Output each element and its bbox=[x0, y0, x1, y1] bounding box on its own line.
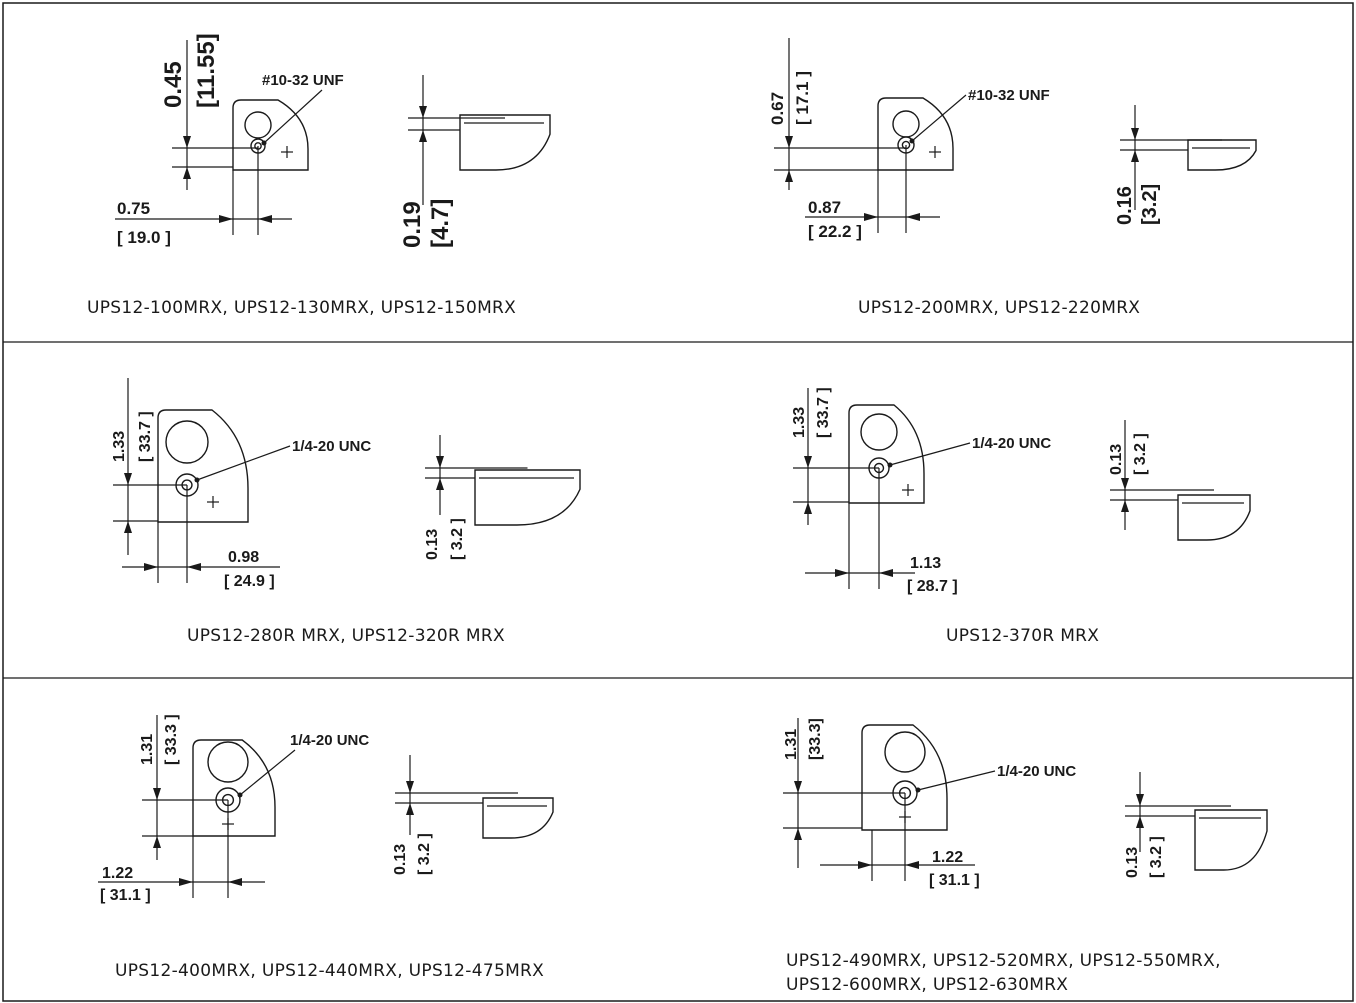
vertical-dim-mm: [11.55] bbox=[193, 33, 220, 108]
horizontal-dim-mm: [ 28.7 ] bbox=[907, 578, 958, 595]
side-dim-mm: [ 3.2 ] bbox=[416, 833, 433, 875]
horizontal-dim-mm: [ 19.0 ] bbox=[117, 228, 171, 247]
horizontal-dim-inch: 0.75 bbox=[117, 199, 150, 218]
side-dim-mm: [4.7] bbox=[427, 199, 454, 248]
model-caption-line: UPS12-490MRX, UPS12-520MRX, UPS12-550MRX… bbox=[786, 951, 1221, 971]
model-caption: UPS12-370R MRX bbox=[946, 626, 1099, 646]
vertical-dimension: 1.33 [ 33.7 ] bbox=[111, 378, 187, 555]
vertical-dim-inch: 1.33 bbox=[791, 407, 808, 438]
horizontal-dimension: 0.87 [ 22.2 ] bbox=[805, 145, 940, 241]
terminal-side-view: 0.13 [ 3.2 ] bbox=[1124, 772, 1268, 878]
thread-spec: #10-32 UNF bbox=[968, 87, 1050, 104]
vertical-dimension: 0.67 [ 17.1 ] bbox=[768, 38, 906, 190]
panel-4: 1.31 [ 33.3 ] 1.22 [ 31.1 ] 1/4-20 UNC 0.13 [ … bbox=[98, 714, 554, 981]
model-caption-line: UPS12-600MRX, UPS12-630MRX bbox=[786, 975, 1068, 995]
model-caption-line: UPS12-370R MRX bbox=[946, 626, 1099, 646]
vertical-dim-mm: [ 17.1 ] bbox=[793, 71, 812, 125]
horizontal-dim-mm: [ 31.1 ] bbox=[929, 872, 980, 889]
side-dim-mm: [ 3.2 ] bbox=[1148, 836, 1165, 878]
thread-callout: 1/4-20 UNC bbox=[887, 435, 1051, 468]
horizontal-dim-inch: 0.98 bbox=[228, 549, 259, 566]
horizontal-dimension: 0.75 [ 19.0 ] bbox=[115, 146, 292, 247]
terminal-front-view bbox=[861, 724, 948, 831]
polarity-plus-icon bbox=[207, 496, 219, 508]
thread-spec: 1/4-20 UNC bbox=[997, 763, 1076, 780]
thread-callout: #10-32 UNF bbox=[909, 87, 1050, 144]
side-dim-inch: 0.13 bbox=[1124, 847, 1141, 878]
vertical-dimension: 1.31 [ 33.3 ] bbox=[139, 714, 228, 860]
vertical-dim-inch: 0.45 bbox=[160, 61, 187, 108]
side-dim-mm: [ 3.2 ] bbox=[1132, 433, 1149, 475]
terminal-front-view bbox=[232, 99, 309, 171]
polarity-plus-icon bbox=[902, 484, 914, 496]
thread-spec: 1/4-20 UNC bbox=[290, 732, 369, 749]
horizontal-dim-mm: [ 31.1 ] bbox=[100, 887, 151, 904]
panel-3: 1.33 [ 33.7 ] 1.13 [ 28.7 ] 1/4-20 UNC 0.13 [ … bbox=[791, 387, 1251, 646]
model-caption: UPS12-280R MRX, UPS12-320R MRX bbox=[187, 626, 505, 646]
vertical-dim-inch: 1.33 bbox=[111, 431, 128, 462]
vertical-dim-mm: [ 33.7 ] bbox=[815, 387, 832, 438]
model-caption: UPS12-490MRX, UPS12-520MRX, UPS12-550MRX… bbox=[786, 951, 1221, 995]
thread-spec: 1/4-20 UNC bbox=[972, 435, 1051, 452]
horizontal-dimension: 1.22 [ 31.1 ] bbox=[820, 793, 980, 889]
horizontal-dim-mm: [ 24.9 ] bbox=[224, 573, 275, 590]
model-caption: UPS12-100MRX, UPS12-130MRX, UPS12-150MRX bbox=[87, 298, 516, 318]
vertical-dim-mm: [ 33.7 ] bbox=[137, 411, 154, 462]
side-dim-inch: 0.13 bbox=[1108, 444, 1125, 475]
vertical-dimension: 1.33 [ 33.7 ] bbox=[791, 387, 879, 525]
side-dim-inch: 0.19 bbox=[399, 201, 426, 248]
horizontal-dimension: 1.13 [ 28.7 ] bbox=[805, 468, 958, 595]
horizontal-dim-inch: 1.13 bbox=[910, 555, 941, 572]
polarity-plus-icon bbox=[281, 146, 293, 158]
side-dim-inch: 0.13 bbox=[392, 844, 409, 875]
model-caption: UPS12-200MRX, UPS12-220MRX bbox=[858, 298, 1140, 318]
side-dim-inch: 0.16 bbox=[1114, 186, 1136, 225]
terminal-front-view bbox=[192, 739, 276, 837]
thread-callout: 1/4-20 UNC bbox=[237, 732, 369, 798]
side-dim-mm: [3.2] bbox=[1139, 184, 1161, 225]
side-dim-mm: [ 3.2 ] bbox=[449, 518, 466, 560]
thread-callout: #10-32 UNF bbox=[261, 72, 344, 146]
vertical-dim-inch: 0.67 bbox=[768, 92, 787, 125]
polarity-plus-icon bbox=[929, 146, 941, 158]
terminal-side-view: 0.13 [ 3.2 ] bbox=[424, 435, 581, 560]
panel-1: 0.67 [ 17.1 ] 0.87 [ 22.2 ] #10-32 UNF 0.16[3… bbox=[768, 38, 1257, 318]
terminal-side-view: 0.13 [ 3.2 ] bbox=[1108, 420, 1251, 541]
model-caption-line: UPS12-280R MRX, UPS12-320R MRX bbox=[187, 626, 505, 646]
thread-callout: 1/4-20 UNC bbox=[915, 763, 1076, 793]
thread-callout: 1/4-20 UNC bbox=[194, 438, 371, 483]
panel-5: 1.31 [33.3] 1.22 [ 31.1 ] 1/4-20 UNC 0.13 [ 3.… bbox=[783, 718, 1268, 995]
horizontal-dim-inch: 0.87 bbox=[808, 198, 841, 217]
horizontal-dimension: 0.98 [ 24.9 ] bbox=[122, 485, 280, 590]
model-caption-line: UPS12-400MRX, UPS12-440MRX, UPS12-475MRX bbox=[115, 961, 544, 981]
terminal-front-view bbox=[877, 97, 954, 171]
vertical-dim-inch: 1.31 bbox=[783, 729, 800, 760]
side-dim-inch: 0.13 bbox=[424, 529, 441, 560]
thread-spec: 1/4-20 UNC bbox=[292, 438, 371, 455]
terminal-side-view: 0.16[3.2] bbox=[1114, 105, 1257, 225]
model-caption-line: UPS12-200MRX, UPS12-220MRX bbox=[858, 298, 1140, 318]
vertical-dimension: 1.31 [33.3] bbox=[783, 718, 905, 868]
panel-0: 0.45[11.55] 0.75 [ 19.0 ] #10-32 UNF 0.19[4.… bbox=[87, 33, 551, 318]
horizontal-dim-inch: 1.22 bbox=[102, 865, 133, 882]
horizontal-dim-mm: [ 22.2 ] bbox=[808, 222, 862, 241]
vertical-dim-inch: 1.31 bbox=[139, 734, 156, 765]
terminal-side-view: 0.13 [ 3.2 ] bbox=[392, 755, 554, 875]
horizontal-dim-inch: 1.22 bbox=[932, 849, 963, 866]
terminal-front-view bbox=[848, 404, 925, 504]
model-caption: UPS12-400MRX, UPS12-440MRX, UPS12-475MRX bbox=[115, 961, 544, 981]
panel-2: 1.33 [ 33.7 ] 0.98 [ 24.9 ] 1/4-20 UNC 0.13 [ … bbox=[111, 378, 581, 646]
vertical-dim-mm: [33.3] bbox=[807, 718, 824, 760]
terminal-side-view: 0.19[4.7] bbox=[399, 75, 551, 248]
vertical-dim-mm: [ 33.3 ] bbox=[163, 714, 180, 765]
horizontal-dimension: 1.22 [ 31.1 ] bbox=[98, 800, 265, 904]
vertical-dimension: 0.45[11.55] bbox=[160, 33, 258, 190]
thread-spec: #10-32 UNF bbox=[262, 72, 344, 89]
model-caption-line: UPS12-100MRX, UPS12-130MRX, UPS12-150MRX bbox=[87, 298, 516, 318]
